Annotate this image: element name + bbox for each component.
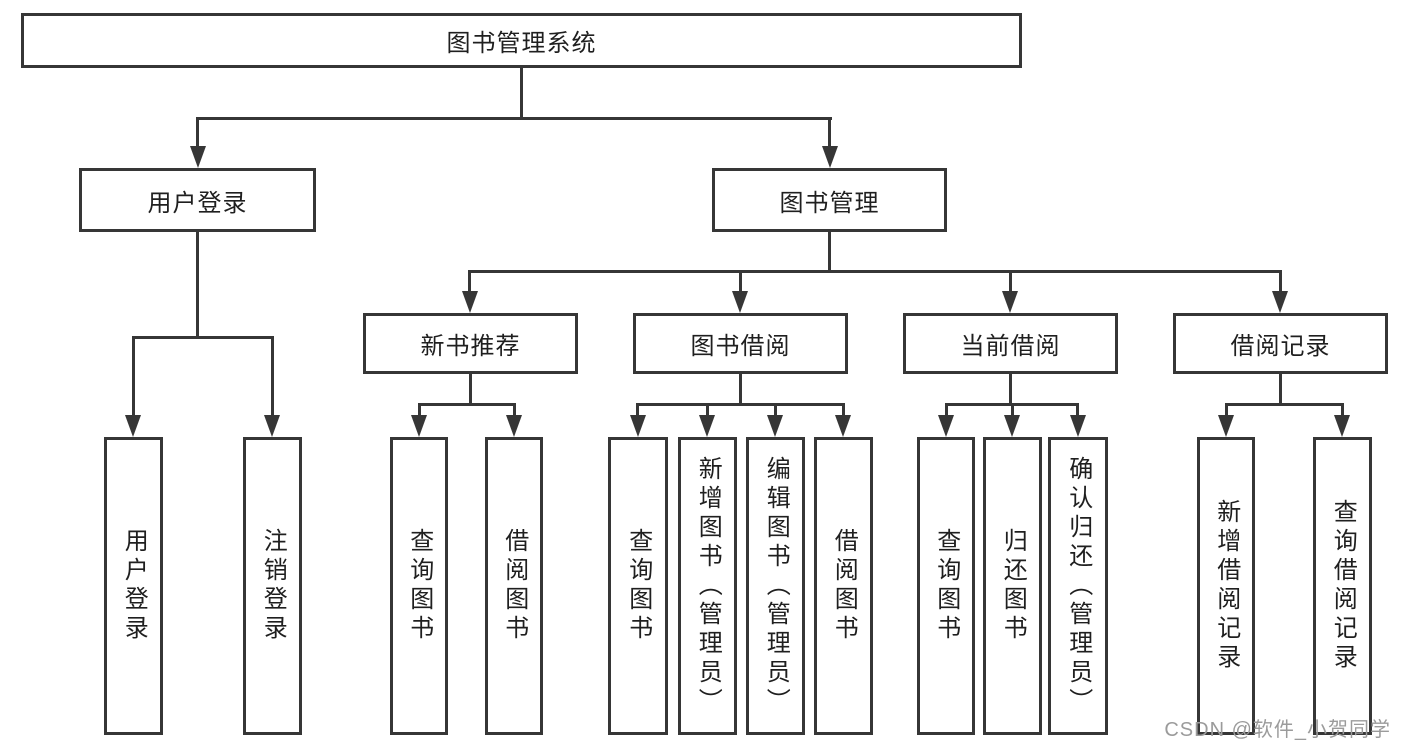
arrowhead (190, 146, 206, 168)
connector-line (418, 403, 516, 406)
connector-line (468, 270, 471, 293)
connector-line (132, 336, 135, 418)
leaf-borrow-books-borrowing: 借阅图书 (814, 437, 873, 735)
arrowhead (506, 415, 522, 437)
connector-line (1279, 270, 1282, 293)
arrowhead (264, 415, 280, 437)
watermark: CSDN @软件_小贺同学 (1164, 719, 1391, 741)
node-book-management: 图书管理 (712, 168, 947, 232)
connector-line (828, 117, 831, 148)
connector-line (196, 232, 199, 336)
connector-line (418, 403, 421, 418)
leaf-query-books-current: 查询图书 (917, 437, 975, 735)
leaf-borrow-books-recommend: 借阅图书 (485, 437, 543, 735)
connector-line (1009, 270, 1012, 293)
arrowhead (835, 415, 851, 437)
leaf-label: 用户登录 (120, 528, 148, 644)
arrowhead (1272, 291, 1288, 313)
leaf-label: 归还图书 (999, 528, 1027, 644)
connector-line (1225, 403, 1343, 406)
leaf-label: 编辑图书（管理员） (762, 455, 790, 717)
arrowhead (938, 415, 954, 437)
arrowhead (699, 415, 715, 437)
connector-line (774, 403, 777, 418)
arrowhead (630, 415, 646, 437)
connector-line (469, 374, 472, 403)
connector-line (842, 403, 845, 418)
connector-line (636, 403, 639, 418)
arrowhead (411, 415, 427, 437)
leaf-label: 注销登录 (259, 528, 287, 644)
connector-line (739, 270, 742, 293)
leaf-query-books-borrowing: 查询图书 (608, 437, 668, 735)
leaf-return-book: 归还图书 (983, 437, 1042, 735)
connector-line (271, 336, 274, 418)
connector-line (1076, 403, 1079, 418)
arrowhead (125, 415, 141, 437)
node-borrowing-records: 借阅记录 (1173, 313, 1388, 374)
connector-line (1225, 403, 1228, 418)
leaf-label: 借阅图书 (830, 528, 858, 644)
leaf-label: 新增借阅记录 (1212, 499, 1240, 673)
leaf-query-borrow-record: 查询借阅记录 (1313, 437, 1372, 735)
connector-line (1009, 374, 1012, 403)
connector-line (1341, 403, 1344, 418)
connector-line (828, 232, 831, 270)
leaf-add-borrow-record: 新增借阅记录 (1197, 437, 1255, 735)
connector-line (739, 374, 742, 403)
connector-line (1279, 374, 1282, 403)
arrowhead (1334, 415, 1350, 437)
connector-line (636, 403, 845, 406)
connector-line (468, 270, 1282, 273)
leaf-label: 查询图书 (932, 528, 960, 644)
arrowhead (732, 291, 748, 313)
leaf-label: 查询借阅记录 (1329, 499, 1357, 673)
leaf-label: 借阅图书 (500, 528, 528, 644)
connector-line (196, 117, 832, 120)
node-current-borrowing: 当前借阅 (903, 313, 1118, 374)
arrowhead (822, 146, 838, 168)
connector-line (1011, 403, 1014, 418)
leaf-label: 查询图书 (405, 528, 433, 644)
leaf-label: 查询图书 (624, 528, 652, 644)
connector-line (132, 336, 274, 339)
connector-line (513, 403, 516, 418)
arrowhead (767, 415, 783, 437)
leaf-label: 确认归还（管理员） (1064, 455, 1092, 717)
arrowhead (462, 291, 478, 313)
arrowhead (1070, 415, 1086, 437)
arrowhead (1002, 291, 1018, 313)
node-new-book-recommendation: 新书推荐 (363, 313, 578, 374)
arrowhead (1004, 415, 1020, 437)
connector-line (706, 403, 709, 418)
connector-line (196, 117, 199, 148)
node-book-borrowing: 图书借阅 (633, 313, 848, 374)
arrowhead (1218, 415, 1234, 437)
leaf-confirm-return-admin: 确认归还（管理员） (1048, 437, 1108, 735)
leaf-label: 新增图书（管理员） (694, 455, 722, 717)
connector-line (945, 403, 948, 418)
leaf-query-books-recommend: 查询图书 (390, 437, 448, 735)
node-library-management-system: 图书管理系统 (21, 13, 1022, 68)
leaf-logout: 注销登录 (243, 437, 302, 735)
connector-line (520, 68, 523, 117)
leaf-add-book-admin: 新增图书（管理员） (678, 437, 737, 735)
leaf-edit-book-admin: 编辑图书（管理员） (746, 437, 805, 735)
leaf-user-login: 用户登录 (104, 437, 163, 735)
node-user-login: 用户登录 (79, 168, 316, 232)
